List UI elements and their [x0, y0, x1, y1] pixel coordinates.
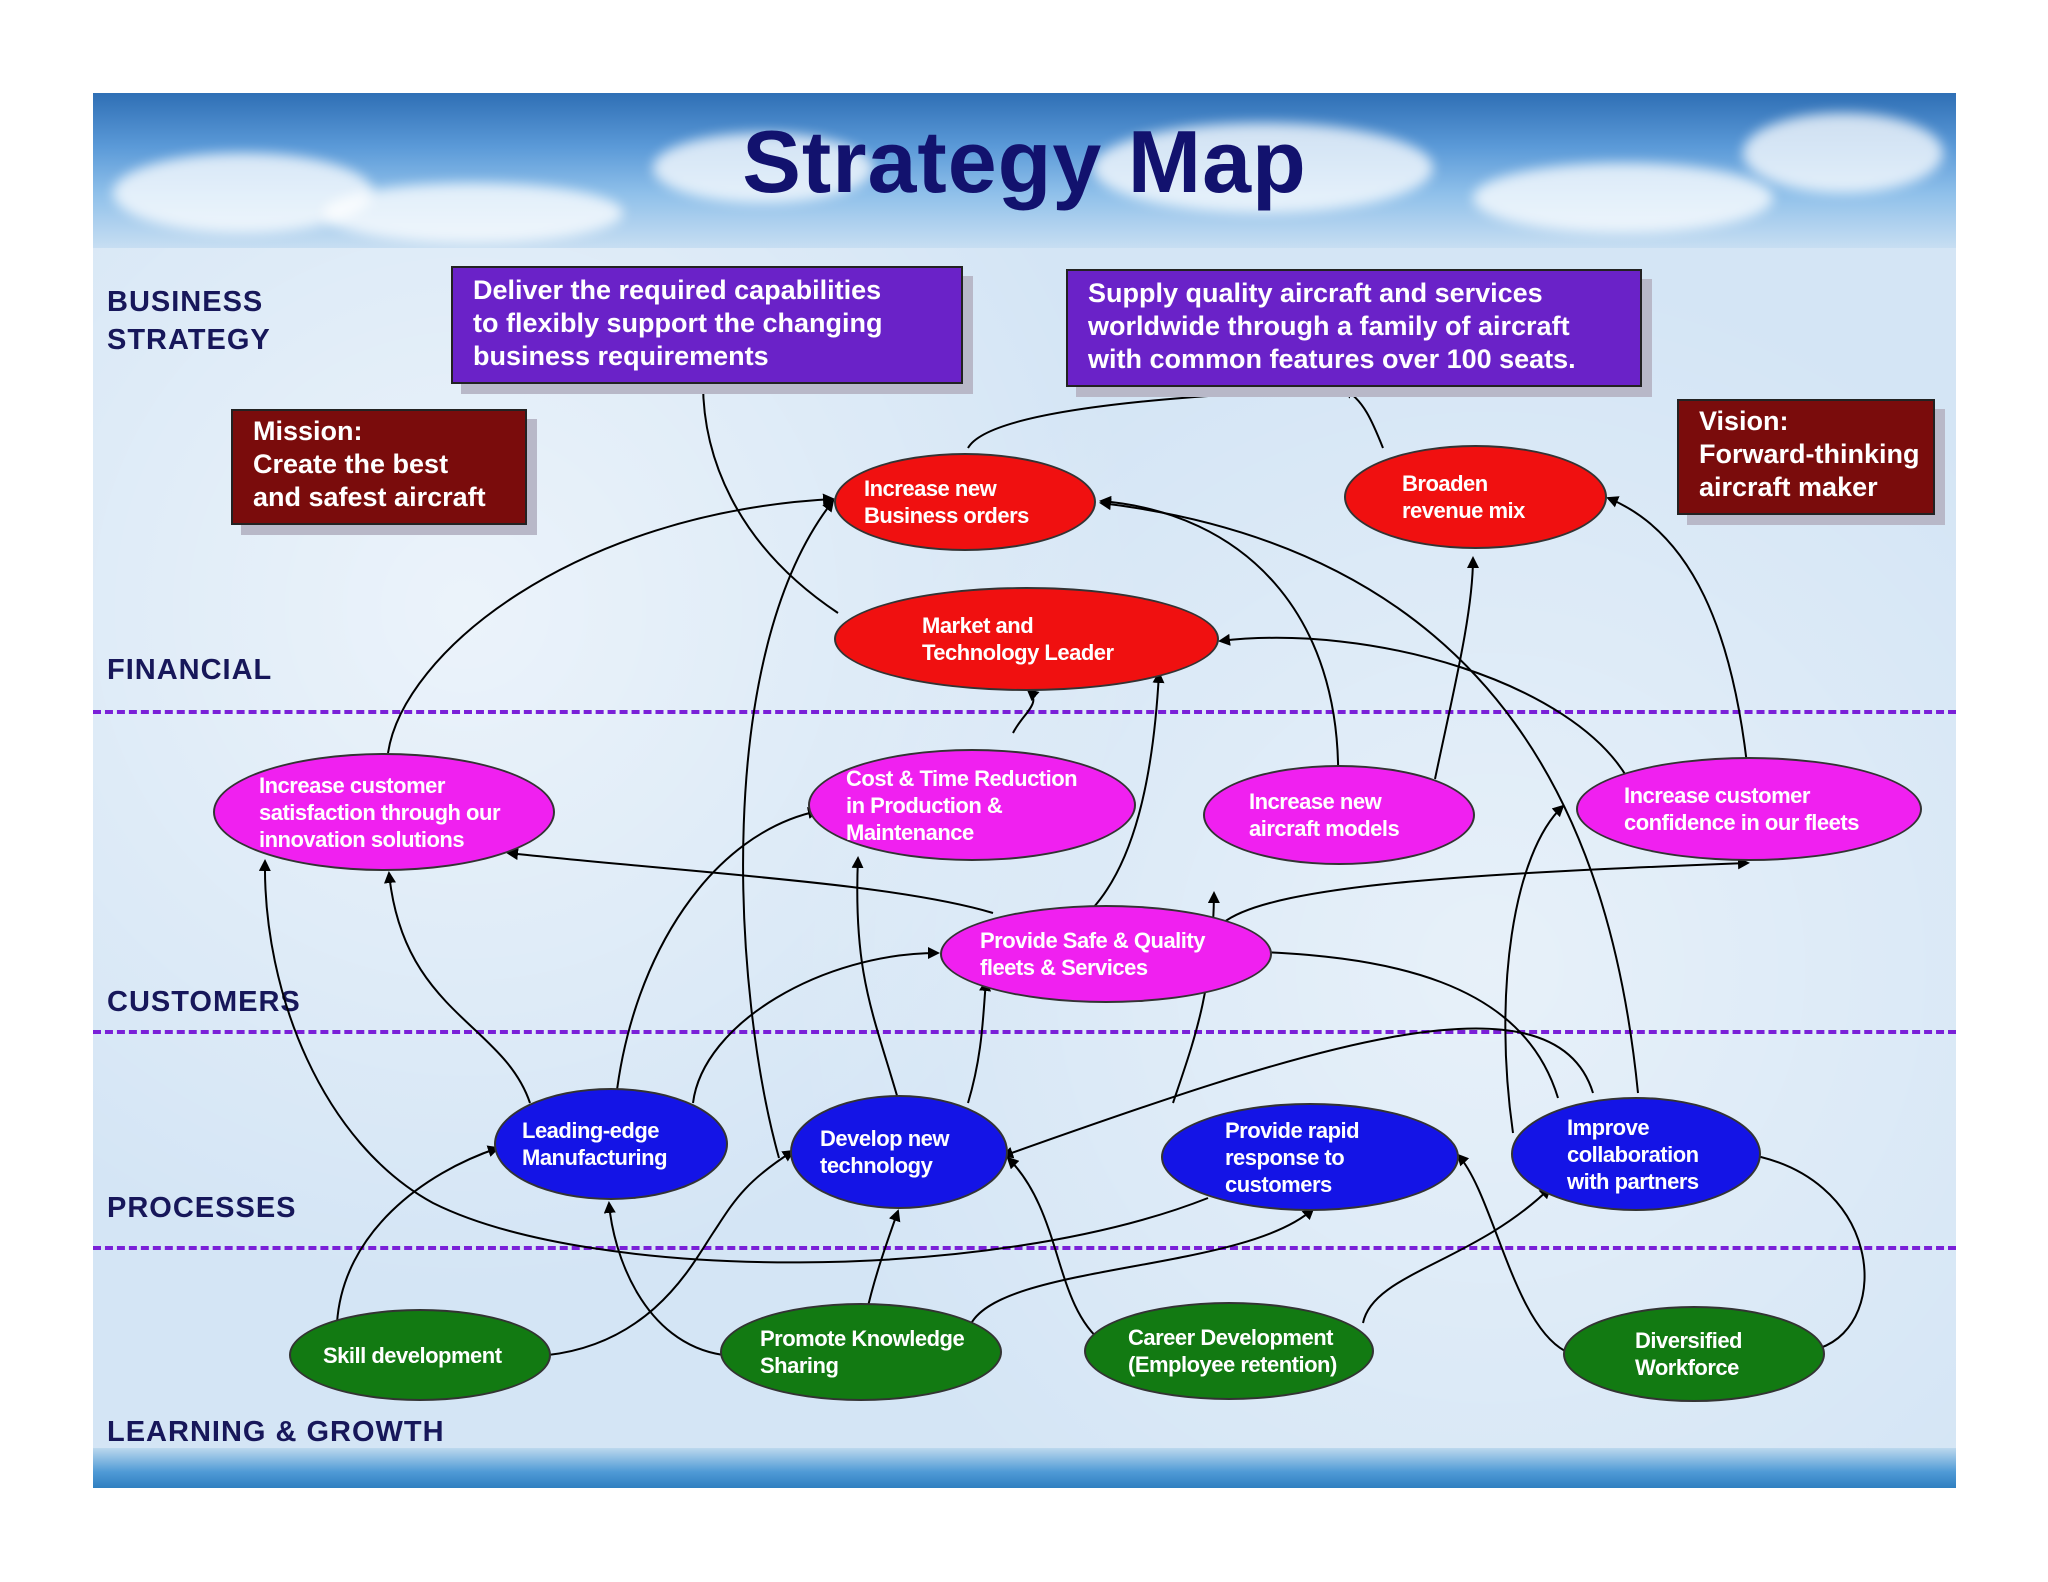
arrow-tech-to-cost [851, 856, 899, 1100]
arrow-knowledge-to-rapid [968, 1207, 1315, 1329]
node-provide-safe-quality: Provide Safe & Quality fleets & Services [940, 905, 1272, 1003]
arrow-knowledge-to-leading [603, 1201, 724, 1356]
layer-label-learning-growth: LEARNING & GROWTH [107, 1416, 445, 1448]
node-increase-customer-confidence: Increase customer confidence in our flee… [1576, 757, 1922, 861]
arrow-career-to-tech [1006, 1156, 1104, 1344]
arrow-diversified-to-rapid [1456, 1153, 1566, 1352]
arrow-confidence-to-market [1218, 633, 1629, 780]
layer-label-business-strategy: BUSINESS STRATEGY [107, 286, 271, 356]
node-increase-aircraft-models: Increase new aircraft models [1203, 765, 1475, 865]
strategy-box-capabilities: Deliver the required capabilities to fle… [451, 266, 963, 384]
arrow-collab-to-confidence [1504, 804, 1565, 1134]
arrow-safe-to-confidence [1222, 857, 1750, 924]
arrow-tech-to-orders [742, 499, 835, 1159]
connector-arrows [258, 381, 1866, 1356]
node-market-technology-leader: Market and Technology Leader [834, 587, 1219, 691]
strategy-box-quality-aircraft: Supply quality aircraft and services wor… [1066, 269, 1642, 387]
mission-box: Mission: Create the best and safest airc… [231, 409, 527, 525]
vision-box: Vision: Forward-thinking aircraft maker [1677, 399, 1935, 515]
arrow-cost-to-market [1012, 688, 1040, 734]
arrow-collab-to-safe [1221, 945, 1559, 1099]
arrow-rapid-to-satisfaction [258, 859, 1209, 1264]
divider-customers-processes [93, 1030, 1956, 1034]
arrow-knowledge-to-tech [865, 1209, 901, 1316]
divider-processes-learning [93, 1246, 1956, 1250]
arrow-market-to-left-strategy [697, 381, 839, 614]
node-develop-new-technology: Develop new technology [790, 1095, 1008, 1209]
layer-label-customers: CUSTOMERS [107, 986, 301, 1018]
node-provide-rapid-response: Provide rapid response to customers [1161, 1103, 1459, 1211]
arrow-tech-to-safe [967, 979, 992, 1104]
node-broaden-revenue-mix: Broaden revenue mix [1344, 445, 1607, 549]
arrow-satisfaction-to-orders [387, 493, 835, 754]
node-career-development: Career Development (Employee retention) [1084, 1302, 1374, 1400]
arrow-career-to-collab [1362, 1186, 1552, 1324]
arrow-skill-to-tech [547, 1149, 795, 1356]
page-title: Strategy Map [742, 112, 1307, 211]
arrow-leading-to-safe [692, 947, 940, 1104]
footer-band [93, 1448, 1956, 1488]
node-improve-collaboration: Improve collaboration with partners [1511, 1097, 1761, 1211]
arrow-models-to-broaden [1434, 556, 1479, 780]
arrow-diversified-to-collab [1738, 1148, 1866, 1349]
arrow-safe-to-market [1092, 671, 1165, 909]
node-leading-edge-manufacturing: Leading-edge Manufacturing [494, 1088, 728, 1200]
layer-label-processes: PROCESSES [107, 1192, 297, 1224]
arrow-safe-to-satisfaction [506, 848, 994, 914]
strategy-map-slide: Strategy Map BUSINESS STRATEGY FINANCIAL… [93, 93, 1956, 1488]
arrow-broaden-to-right-strategy [1341, 387, 1384, 449]
node-increase-customer-satisfaction: Increase customer satisfaction through o… [213, 753, 555, 871]
arrow-confidence-to-broaden [1606, 496, 1749, 774]
sky-header: Strategy Map [93, 93, 1956, 248]
arrow-leading-to-satisfaction [384, 871, 531, 1104]
node-cost-time-reduction: Cost & Time Reduction in Production & Ma… [808, 749, 1136, 861]
arrow-collab-to-orders [1099, 498, 1639, 1094]
node-increase-business-orders: Increase new Business orders [834, 453, 1096, 551]
divider-financial-customers [93, 710, 1956, 714]
arrow-orders-to-right-strategy [967, 383, 1345, 449]
node-skill-development: Skill development [289, 1309, 551, 1401]
layer-label-financial: FINANCIAL [107, 654, 273, 686]
arrow-collab-to-tech [1001, 1027, 1594, 1159]
arrow-leading-to-cost [615, 807, 820, 1099]
node-diversified-workforce: Diversified Workforce [1563, 1306, 1825, 1402]
arrow-skill-to-leading [336, 1145, 500, 1324]
node-promote-knowledge-sharing: Promote Knowledge Sharing [720, 1303, 1002, 1401]
